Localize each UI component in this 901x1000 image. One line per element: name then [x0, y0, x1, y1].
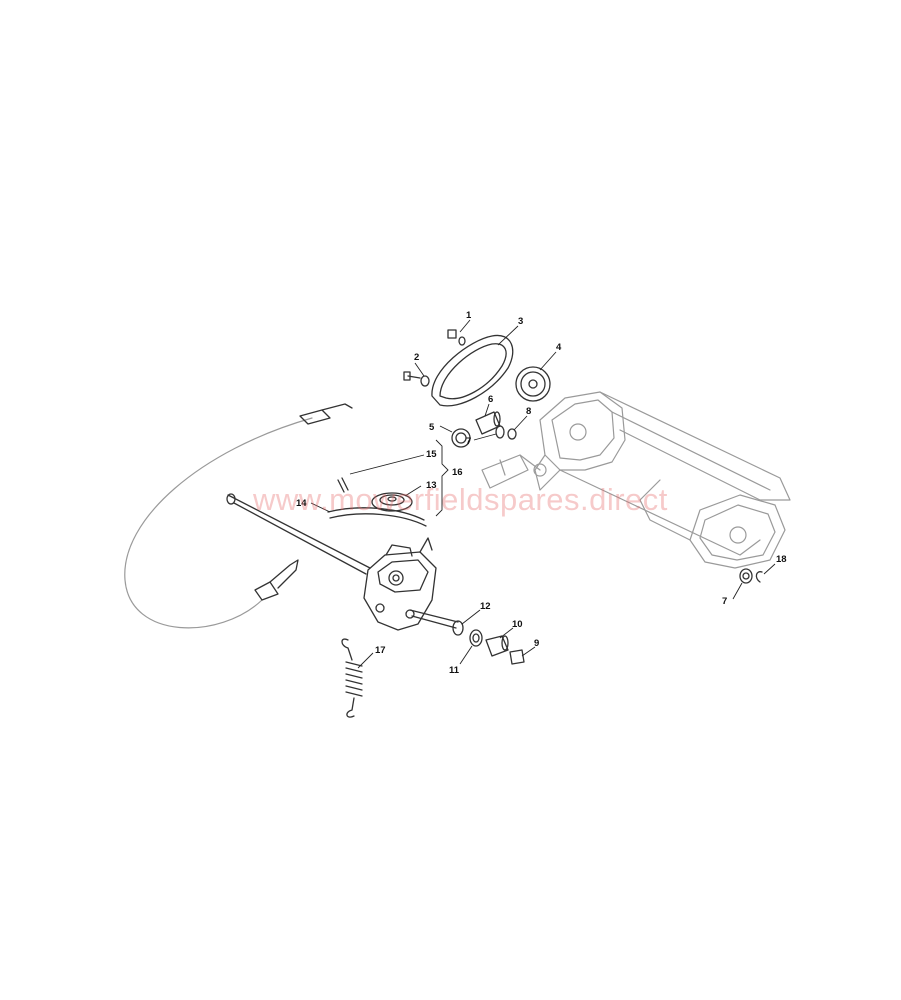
gearbox [363, 537, 437, 631]
bolt-1 [447, 329, 466, 346]
drive-cable [124, 403, 353, 629]
pulley-13 [371, 492, 413, 512]
washer-7b [739, 568, 753, 584]
chain-3 [431, 334, 514, 407]
callout-16: 16 [452, 467, 463, 478]
drive-shaft [226, 493, 459, 629]
clip-18 [755, 571, 763, 583]
callout-17: 17 [375, 645, 386, 656]
pin-15 [337, 477, 349, 493]
belt-14 [327, 507, 427, 527]
callout-10: 10 [512, 619, 523, 630]
coupling-10 [485, 635, 509, 657]
leader-lines [310, 319, 776, 669]
callout-7b: 7 [722, 596, 727, 607]
bolt-2 [403, 371, 430, 387]
callout-18: 18 [776, 554, 787, 565]
callout-6: 6 [488, 394, 493, 405]
bearing-11 [469, 629, 483, 647]
spring-17 [341, 638, 363, 718]
sprocket-4 [515, 366, 551, 402]
callout-11: 11 [449, 665, 460, 676]
callout-15: 15 [426, 449, 437, 460]
washer-7 [495, 425, 505, 439]
callout-9: 9 [534, 638, 539, 649]
callout-1: 1 [466, 310, 472, 321]
callout-13: 13 [426, 480, 437, 491]
callout-12: 12 [480, 601, 491, 612]
callout-5: 5 [429, 422, 435, 433]
callout-7a: 7 [466, 436, 471, 447]
circlip-12 [452, 620, 464, 636]
callout-8: 8 [526, 406, 531, 417]
bush-9 [509, 649, 525, 665]
sprocket-5 [451, 428, 471, 448]
callout-14: 14 [296, 498, 307, 509]
watermark: www.mowerfieldspares.direct [252, 482, 668, 517]
bracket-16 [435, 439, 449, 517]
callout-3: 3 [518, 316, 523, 327]
ring-8 [507, 428, 517, 440]
callout-2: 2 [414, 352, 419, 363]
callout-labels: 1 2 3 4 5 6 7 8 15 16 13 14 12 10 9 11 1… [296, 310, 787, 676]
roller-frame [481, 391, 791, 569]
callout-4: 4 [556, 342, 562, 353]
